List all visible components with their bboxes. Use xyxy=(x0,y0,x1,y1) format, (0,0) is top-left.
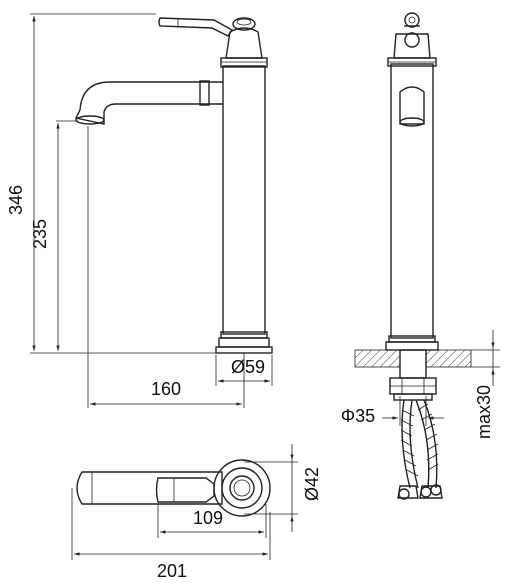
dim-base-diameter: Ø59 xyxy=(231,357,265,377)
top-view: Ø42 109 201 xyxy=(71,444,322,581)
dim-lever-length: 109 xyxy=(193,508,223,528)
lever-handle xyxy=(158,17,234,37)
dim-deck-thickness: max30 xyxy=(474,385,494,439)
dim-hole-diameter: Φ35 xyxy=(341,406,375,426)
tap-body xyxy=(222,65,266,335)
dim-160: 160 xyxy=(151,379,181,399)
dim-overall-length: 201 xyxy=(157,561,187,581)
dim-346: 346 xyxy=(6,185,26,215)
front-view: Φ35 max30 xyxy=(341,12,500,500)
dim-top-diameter: Ø42 xyxy=(302,467,322,501)
flex-hoses xyxy=(397,399,443,500)
side-view: 346 235 160 Ø59 xyxy=(6,13,273,408)
spout xyxy=(74,81,223,125)
dim-235: 235 xyxy=(30,219,50,249)
